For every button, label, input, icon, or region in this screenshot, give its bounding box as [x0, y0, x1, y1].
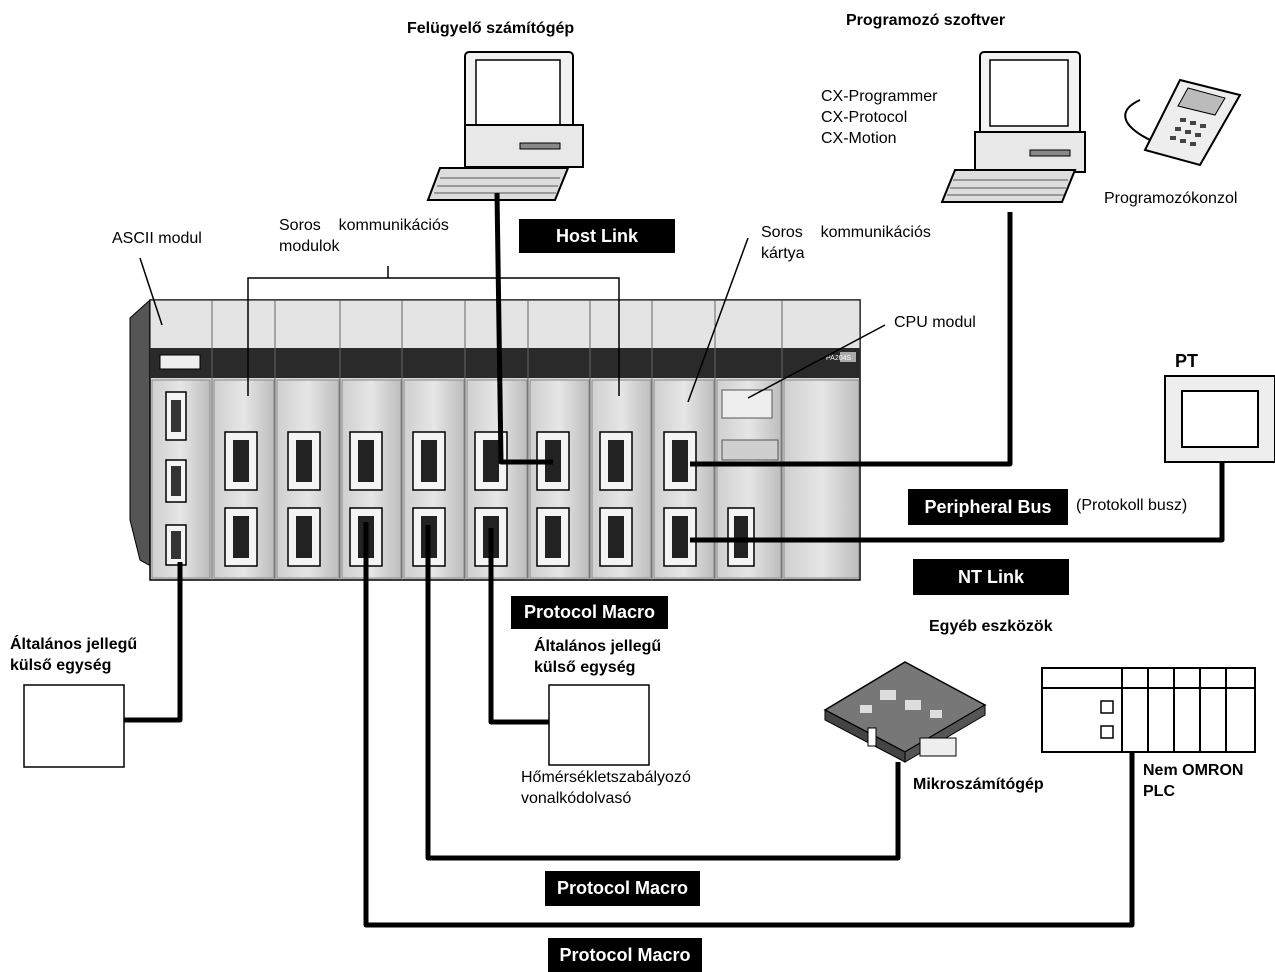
- temperature-controller-label: Hőmérsékletszabályozó: [521, 767, 691, 788]
- pt-label: PT: [1175, 351, 1198, 372]
- general-device-left-label-line1: Általános jellegű: [10, 634, 137, 655]
- barcode-reader-label: vonalkódolvasó: [521, 788, 631, 809]
- serial-card-label-line1: Soros kommunikációs: [761, 222, 931, 243]
- microcomputer-board-icon: [825, 662, 985, 762]
- other-devices-label: Egyéb eszközök: [929, 616, 1053, 637]
- serial-modules-label-line1: Soros kommunikációs: [279, 215, 449, 236]
- microcomputer-label: Mikroszámítógép: [913, 774, 1044, 795]
- cx-programmer-label: CX-Programmer: [821, 86, 937, 107]
- protocol-bus-label: (Protokoll busz): [1076, 495, 1187, 516]
- supervisor-computer-icon: [428, 52, 583, 200]
- non-omron-plc-label-line2: PLC: [1143, 781, 1175, 802]
- serial-modules-label-line2: modulok: [279, 236, 339, 257]
- nt-link-tag: NT Link: [913, 559, 1069, 595]
- non-omron-plc-icon: [1042, 668, 1255, 752]
- general-device-left-label-line2: külső egység: [10, 655, 111, 676]
- non-omron-plc-label-line1: Nem OMRON: [1143, 760, 1243, 781]
- programming-computer-icon: [942, 52, 1085, 202]
- cx-motion-label: CX-Motion: [821, 128, 897, 149]
- host-link-tag: Host Link: [519, 219, 675, 253]
- pt-panel-icon: [1165, 376, 1275, 462]
- protocol-macro-tag-3: Protocol Macro: [548, 938, 702, 972]
- peripheral-bus-tag: Peripheral Bus: [908, 489, 1068, 525]
- protocol-macro-tag-1: Protocol Macro: [511, 596, 668, 629]
- serial-card-label-line2: kártya: [761, 243, 805, 264]
- general-device-mid-label-line2: külső egység: [534, 657, 635, 678]
- ascii-module-label: ASCII modul: [112, 228, 202, 249]
- general-device-left-box: [24, 685, 124, 767]
- programming-software-label: Programozó szoftver: [846, 10, 1005, 31]
- cx-protocol-label: CX-Protocol: [821, 107, 907, 128]
- programming-console-icon: [1125, 80, 1240, 165]
- plc-model-label: PA204S: [826, 355, 851, 362]
- plc-text-model: PA204S: [826, 355, 851, 362]
- general-device-mid-label-line1: Általános jellegű: [534, 636, 661, 657]
- protocol-macro-tag-2: Protocol Macro: [545, 871, 700, 906]
- general-device-mid-box: [549, 685, 649, 765]
- supervisor-computer-label: Felügyelő számítógép: [407, 18, 574, 39]
- programming-console-label: Programozókonzol: [1104, 188, 1237, 209]
- cpu-module-label: CPU modul: [894, 312, 976, 333]
